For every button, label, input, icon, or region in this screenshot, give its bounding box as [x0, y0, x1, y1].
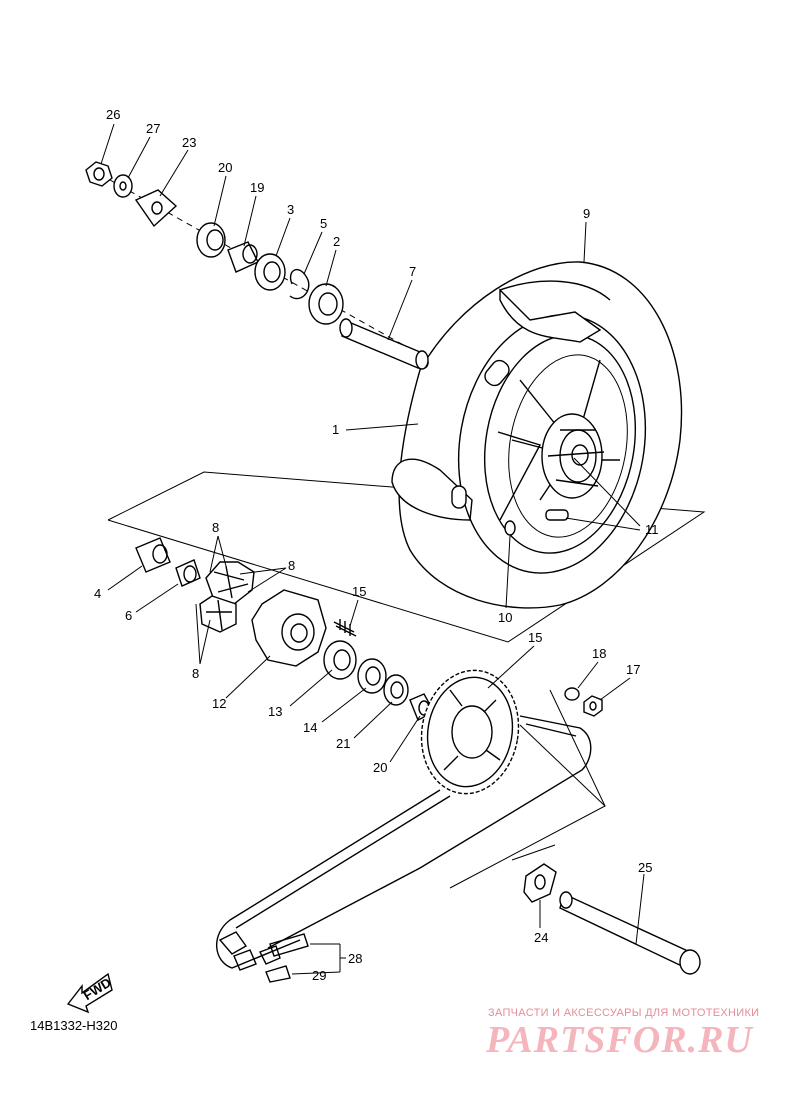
- leader-lines: [100, 123, 645, 975]
- rear-wheel: [391, 261, 683, 609]
- part-label-12: 12: [212, 696, 226, 711]
- part-label-19: 19: [250, 180, 264, 195]
- sprocket-hub-stack: [135, 537, 435, 721]
- part-label-16: 15: [352, 584, 366, 599]
- part-label-23: 23: [182, 135, 196, 150]
- part-label-10: 10: [498, 610, 512, 625]
- part-label-13: 13: [268, 704, 282, 719]
- exploded-view-frame: [107, 471, 706, 889]
- axle-collar: [339, 318, 429, 370]
- rear-sprocket: [420, 669, 520, 795]
- part-label-27: 27: [146, 121, 160, 136]
- diagram-code: 14B1332-H320: [30, 1018, 118, 1033]
- watermark-tagline: ЗАПЧАСТИ И АКСЕССУАРЫ ДЛЯ МОТОТЕХНИКИ: [488, 1007, 760, 1019]
- part-label-20: 20: [218, 160, 232, 175]
- part-label-25: 25: [638, 860, 652, 875]
- part-label-8-bottom: 8: [192, 666, 199, 681]
- sprocket-fasteners: [564, 687, 603, 717]
- drive-chain: [215, 715, 592, 983]
- part-label-8-right: 8: [288, 558, 295, 573]
- part-label-18: 18: [592, 646, 606, 661]
- part-label-2: 2: [333, 234, 340, 249]
- fwd-arrow-icon: FWD: [66, 972, 114, 1014]
- rear-axle: [559, 891, 701, 975]
- part-label-29: 29: [312, 968, 326, 983]
- part-label-4: 4: [94, 586, 101, 601]
- part-label-8-top: 8: [212, 520, 219, 535]
- part-label-22: 21: [336, 736, 350, 751]
- part-label-6: 7: [409, 264, 416, 279]
- part-label-28: 28: [348, 951, 362, 966]
- part-label-15: 15: [528, 630, 542, 645]
- chain-adjuster: [523, 863, 557, 903]
- part-label-1: 1: [332, 422, 339, 437]
- part-label-26: 26: [106, 107, 120, 122]
- part-label-7: 6: [125, 608, 132, 623]
- part-label-5: 5: [320, 216, 327, 231]
- part-label-21: 20: [373, 760, 387, 775]
- part-label-24: 24: [534, 930, 548, 945]
- part-label-14: 14: [303, 720, 317, 735]
- part-label-9: 9: [583, 206, 590, 221]
- left-axle-stack: [85, 161, 344, 325]
- part-label-17: 17: [626, 662, 640, 677]
- part-number-labels: 26 27 23 20 19 3 5 2 7 9 1 11 10 4 6 8 8…: [94, 107, 659, 983]
- part-label-3: 3: [287, 202, 294, 217]
- part-label-11: 11: [645, 522, 659, 537]
- watermark-logo: PARTSFOR.RU: [486, 1019, 753, 1061]
